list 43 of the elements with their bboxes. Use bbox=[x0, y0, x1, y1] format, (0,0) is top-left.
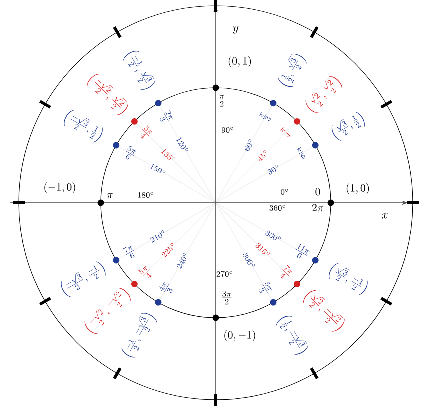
angle-label: $\frac{3\pi}{2}$ bbox=[222, 291, 232, 305]
angle-label: $\frac{7\pi}{6}$ bbox=[124, 246, 135, 259]
coordinate-label: $(0,-1)$ bbox=[224, 330, 256, 342]
angle-label: $\frac{3\pi}{4}$ bbox=[141, 126, 153, 140]
angle-label: $\frac{\pi}{2}$ bbox=[219, 95, 225, 107]
angle-label: $\pi$ bbox=[106, 194, 113, 198]
degree-label: $135^\circ$ bbox=[161, 148, 176, 160]
degree-label: $90^\circ$ bbox=[222, 127, 234, 133]
angle-label: $\frac{5\pi}{4}$ bbox=[138, 266, 152, 278]
coordinate-label: $(-1,0)$ bbox=[44, 182, 76, 194]
axis-label: $y$ bbox=[233, 26, 239, 34]
degree-label: $210^\circ$ bbox=[150, 230, 164, 243]
coordinate-label: $\left(\frac{\sqrt{3}}{2},\frac{1}{2}\right)$ bbox=[332, 112, 365, 141]
angle-label: $0$ bbox=[316, 188, 320, 196]
coordinate-label: $(0,1)$ bbox=[228, 56, 252, 68]
degree-label: $45^\circ$ bbox=[258, 150, 266, 162]
angle-label: $\frac{5\pi}{3}$ bbox=[259, 282, 272, 293]
angle-label: $\frac{11\pi}{6}$ bbox=[296, 244, 310, 259]
coordinate-label: $(1,0)$ bbox=[346, 184, 370, 194]
angle-label: $\frac{\pi}{4}$ bbox=[280, 127, 292, 138]
degree-label: $150^\circ$ bbox=[150, 164, 166, 174]
degree-label: $240^\circ$ bbox=[177, 253, 187, 270]
angle-label: $\frac{2\pi}{3}$ bbox=[160, 110, 173, 122]
degree-label: $270^\circ$ bbox=[216, 271, 232, 277]
degree-label: $360^\circ$ bbox=[270, 205, 286, 211]
coordinate-label: $\left(\frac{\sqrt{2}}{2},\frac{\sqrt{2}}{2}\right)$ bbox=[306, 76, 342, 114]
degree-label: $300^\circ$ bbox=[243, 253, 256, 267]
degree-label: $30^\circ$ bbox=[268, 165, 278, 175]
angle-label: $\frac{7\pi}{4}$ bbox=[280, 265, 292, 279]
angle-label: $2\pi$ bbox=[312, 204, 324, 212]
degree-label: $330^\circ$ bbox=[266, 230, 282, 240]
degree-label: $315^\circ$ bbox=[256, 243, 270, 255]
coordinate-label: $\left(\frac{1}{2},\frac{\sqrt{3}}{2}\right)$ bbox=[278, 54, 307, 88]
degree-label: $0^\circ$ bbox=[281, 189, 288, 195]
degree-label: $225^\circ$ bbox=[162, 243, 174, 258]
angle-label: $\frac{\pi}{6}$ bbox=[297, 148, 306, 159]
axis-label: $x$ bbox=[382, 213, 388, 219]
degree-label: $120^\circ$ bbox=[176, 138, 188, 152]
degree-label: $60^\circ$ bbox=[245, 140, 252, 152]
angle-label: $\frac{5\pi}{6}$ bbox=[126, 146, 137, 160]
degree-label: $180^\circ$ bbox=[138, 192, 154, 198]
angle-label: $\frac{4\pi}{3}$ bbox=[160, 282, 173, 294]
angle-label: $\frac{\pi}{3}$ bbox=[260, 112, 271, 122]
